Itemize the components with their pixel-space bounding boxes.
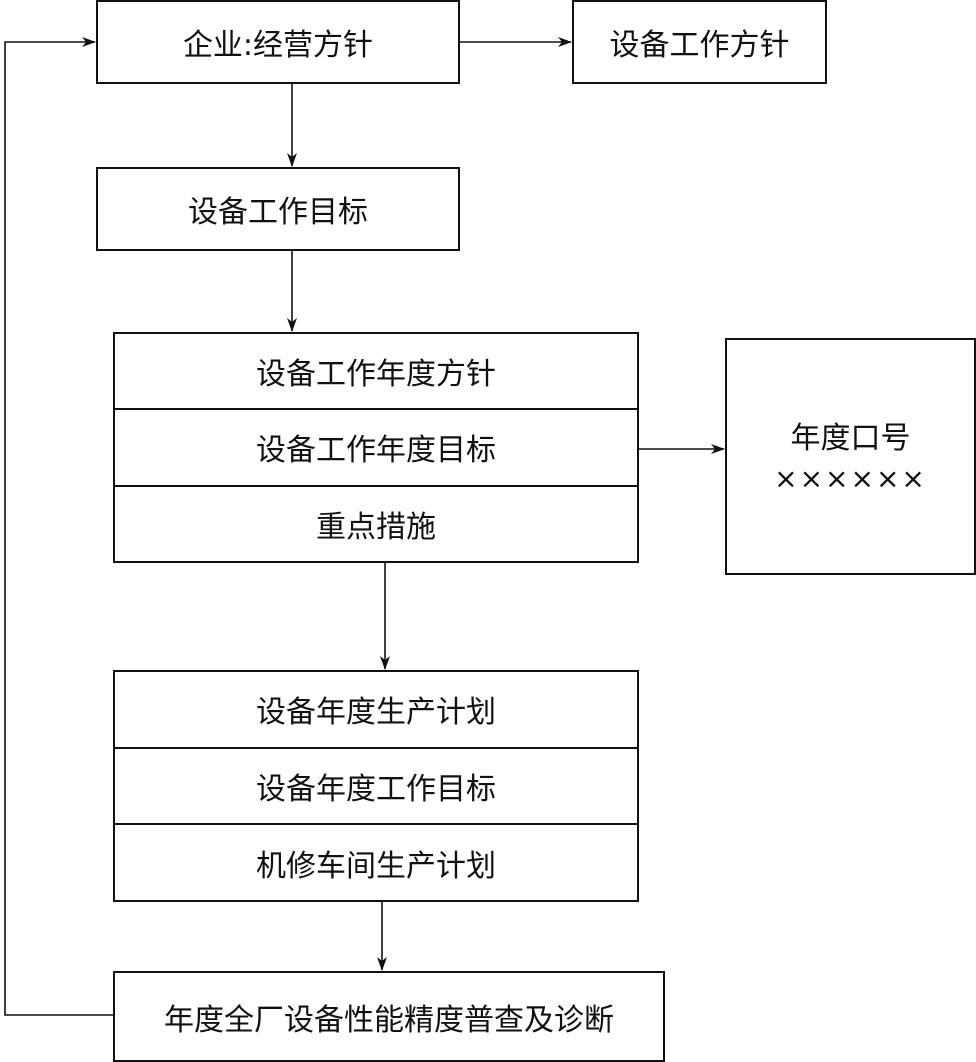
edge-inspection-feedback-to-policy [4, 37, 114, 1016]
slogan-placeholder-marks: ×××××× [774, 461, 927, 495]
node-equipment-policy: 设备工作方针 [572, 0, 827, 84]
node-annual-slogan: 年度口号 ×××××× [725, 338, 976, 575]
plan-block-row-workshop-plan: 机修车间生产计划 [115, 823, 637, 900]
slogan-title: 年度口号 [790, 420, 911, 456]
node-plan-block: 设备年度生产计划 设备年度工作目标 机修车间生产计划 [113, 670, 639, 902]
node-equipment-goal: 设备工作目标 [96, 167, 460, 251]
node-annual-inspection: 年度全厂设备性能精度普查及诊断 [113, 971, 665, 1062]
node-equipment-goal-label: 设备工作目标 [188, 195, 368, 230]
plan-block-row-production-plan: 设备年度生产计划 [256, 695, 496, 731]
node-enterprise-policy-label: 企业:经营方针 [182, 28, 374, 63]
node-annual-block: 设备工作年度方针 设备工作年度目标 重点措施 [113, 332, 639, 563]
node-annual-inspection-label: 年度全厂设备性能精度普查及诊断 [164, 1002, 614, 1038]
node-equipment-policy-label: 设备工作方针 [609, 28, 790, 63]
annual-block-row-policy: 设备工作年度方针 [256, 357, 496, 393]
annual-block-row-measures: 重点措施 [115, 484, 637, 561]
annual-block-row-goal: 设备工作年度目标 [115, 408, 637, 484]
node-enterprise-policy: 企业:经营方针 [96, 0, 460, 84]
plan-block-row-work-goal: 设备年度工作目标 [115, 746, 637, 824]
